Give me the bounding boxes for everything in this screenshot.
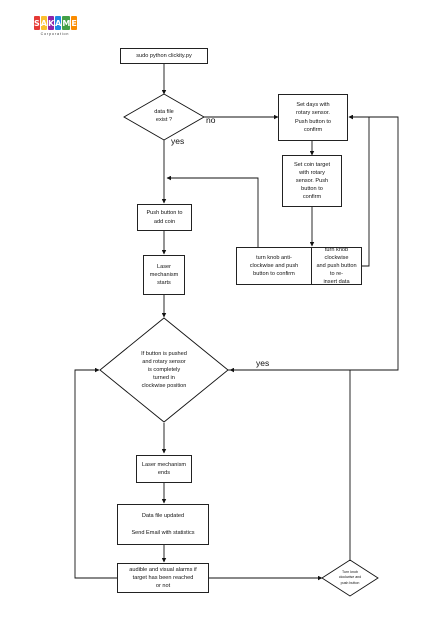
connector-alarms-loop [74,367,117,579]
start-text: sudo python clickity.py [136,52,192,59]
logo-letter: E [71,16,77,30]
no-label: no [206,115,216,125]
logo-letter: K [47,16,55,30]
logo: S A K A M E [34,16,77,30]
connector-reinsert-loop [348,114,370,267]
logo-letter: A [55,16,62,30]
yes-label-main: yes [256,358,270,368]
logo-letter: A [40,16,47,30]
logo-letter: S [34,16,40,30]
decision-main-shape [99,317,229,423]
decision-file-shape [123,93,205,141]
logo-subtitle: Corporation [40,32,70,36]
connector-knob-loop [166,175,259,248]
logo-letter: M [62,16,71,30]
start-box: sudo python clickity.py [120,48,208,64]
connector-small-loop [229,367,351,561]
yes-label: yes [171,136,185,146]
decision-small-shape [321,559,379,597]
